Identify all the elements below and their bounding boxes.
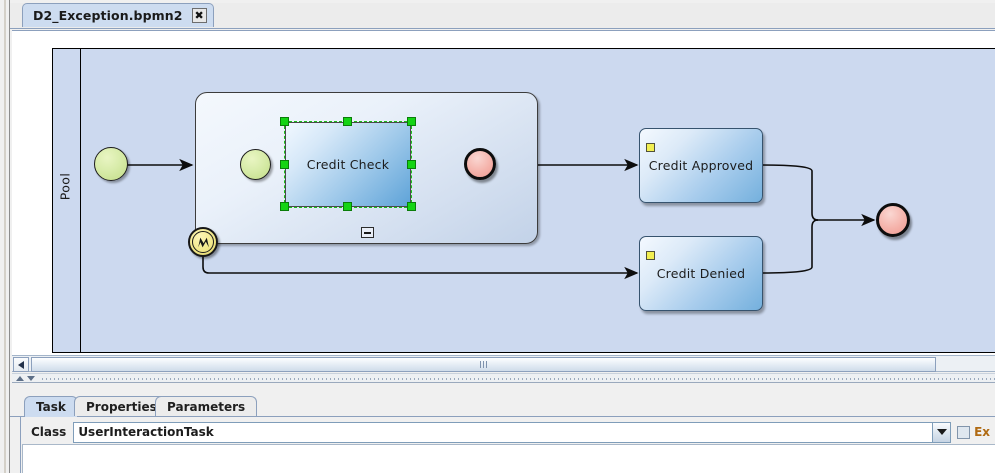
pool-label: Pool bbox=[57, 172, 73, 201]
task-label: Credit Approved bbox=[648, 158, 754, 173]
task-type-marker-icon bbox=[646, 251, 655, 260]
scrollbar-thumb[interactable] bbox=[31, 357, 936, 372]
executable-checkbox-wrap[interactable]: Ex bbox=[957, 425, 990, 439]
start-event[interactable] bbox=[94, 147, 128, 181]
selection-handle-w[interactable] bbox=[280, 160, 289, 169]
pool-lane-divider bbox=[80, 49, 81, 352]
chevron-down-icon[interactable] bbox=[27, 376, 35, 381]
window-left-edge-inner bbox=[4, 0, 6, 473]
credit-approved-task[interactable]: Credit Approved bbox=[639, 128, 763, 203]
splitter-collapse-arrows[interactable] bbox=[16, 376, 35, 381]
selection-handle-nw[interactable] bbox=[280, 117, 289, 126]
panel-splitter[interactable] bbox=[12, 373, 995, 383]
class-field-label: Class bbox=[31, 425, 67, 439]
chevron-up-icon[interactable] bbox=[16, 376, 24, 381]
tab-task[interactable]: Task bbox=[24, 396, 78, 417]
tab-label: Task bbox=[36, 400, 66, 414]
diagram-surface: Pool bbox=[52, 48, 995, 353]
document-tab-d2-exception[interactable]: D2_Exception.bpmn2 ✖ bbox=[22, 3, 214, 27]
task-label: Credit Check bbox=[306, 157, 390, 172]
class-dropdown-button[interactable] bbox=[933, 421, 952, 443]
properties-panel-body: Class UserInteractionTask Ex bbox=[20, 417, 995, 473]
document-tab-label: D2_Exception.bpmn2 bbox=[33, 8, 183, 23]
tab-label: Properties bbox=[86, 399, 157, 414]
tab-parameters[interactable]: Parameters bbox=[155, 396, 258, 416]
executable-checkbox[interactable] bbox=[957, 425, 971, 439]
properties-panel: Task Properties Parameters Class UserInt… bbox=[10, 384, 995, 473]
selection-handle-sw[interactable] bbox=[280, 202, 289, 211]
arrow-left-icon bbox=[18, 360, 24, 369]
tab-properties[interactable]: Properties bbox=[74, 396, 169, 416]
close-icon[interactable]: ✖ bbox=[191, 8, 207, 23]
credit-denied-task[interactable]: Credit Denied bbox=[639, 236, 763, 311]
error-boundary-event[interactable] bbox=[188, 227, 218, 257]
properties-content-area[interactable] bbox=[22, 444, 995, 473]
grip-icon bbox=[480, 361, 487, 368]
selection-handle-e[interactable] bbox=[407, 160, 416, 169]
executable-checkbox-label: Ex bbox=[974, 425, 990, 439]
selection-handle-ne[interactable] bbox=[407, 117, 416, 126]
canvas-horizontal-scrollbar[interactable] bbox=[12, 355, 995, 372]
selection-handle-s[interactable] bbox=[343, 202, 352, 211]
selection-handle-se[interactable] bbox=[407, 202, 416, 211]
scroll-left-button[interactable] bbox=[13, 357, 29, 372]
credit-check-task[interactable]: Credit Check bbox=[284, 121, 412, 208]
document-tabstrip: D2_Exception.bpmn2 ✖ bbox=[10, 0, 995, 30]
task-type-marker-icon bbox=[646, 143, 655, 152]
class-field-row: Class UserInteractionTask Ex bbox=[25, 421, 990, 443]
chevron-down-icon bbox=[936, 429, 947, 435]
error-bolt-icon bbox=[197, 237, 209, 247]
diagram-canvas[interactable]: Pool bbox=[12, 30, 995, 355]
collapse-minus-icon[interactable] bbox=[361, 227, 374, 238]
class-input[interactable]: UserInteractionTask bbox=[73, 421, 934, 443]
properties-tabstrip: Task Properties Parameters bbox=[10, 396, 995, 417]
subprocess-start-event[interactable] bbox=[240, 149, 271, 180]
subprocess-end-event[interactable] bbox=[464, 148, 496, 180]
end-event[interactable] bbox=[876, 203, 910, 237]
tab-label: Parameters bbox=[167, 399, 246, 414]
window-left-edge bbox=[0, 0, 10, 473]
selection-handle-n[interactable] bbox=[343, 117, 352, 126]
splitter-texture bbox=[42, 378, 995, 380]
task-label: Credit Denied bbox=[656, 266, 746, 281]
